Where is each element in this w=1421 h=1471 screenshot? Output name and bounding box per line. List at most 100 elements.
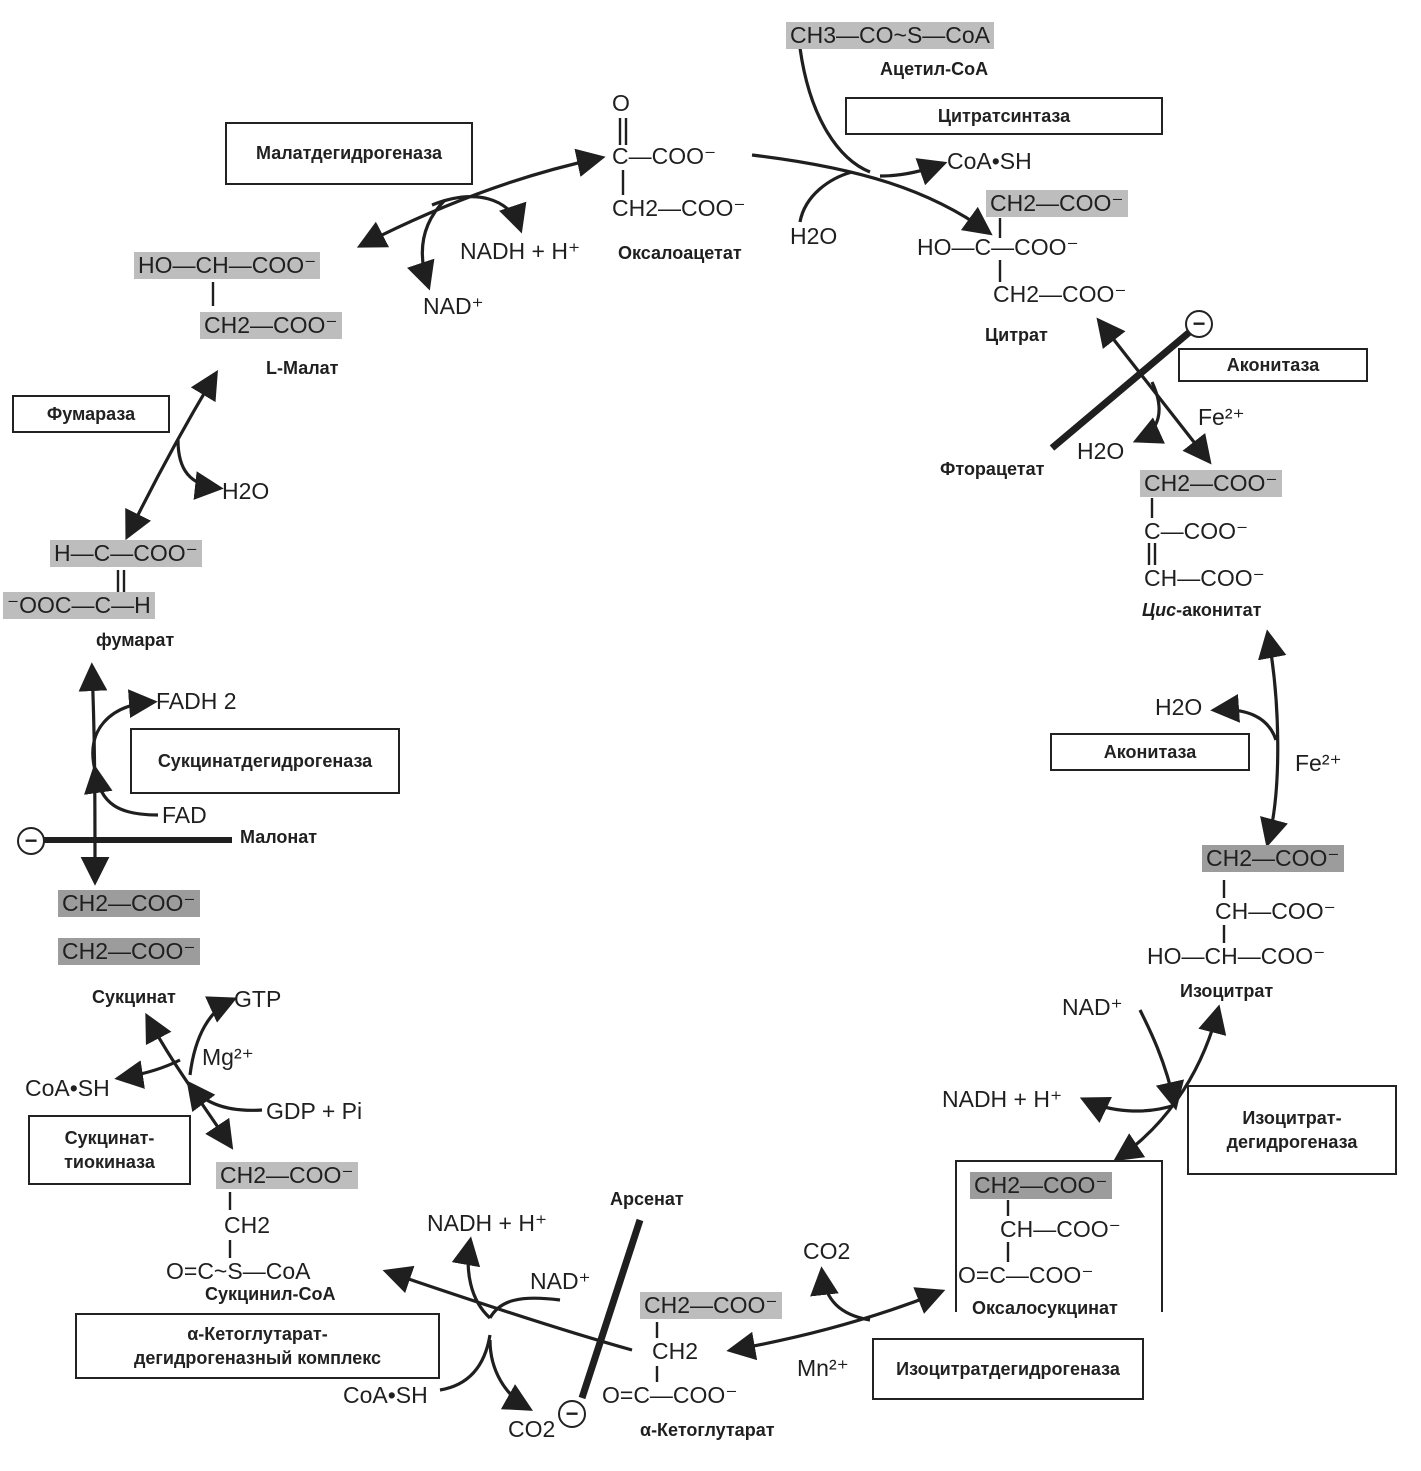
arrow-h2o-aconitase-1 <box>1132 381 1165 444</box>
malate-name: L-Малат <box>266 358 339 378</box>
arrow-acetylcoa-in <box>798 47 871 174</box>
isocitrate-name: Изоцитрат <box>1180 981 1274 1001</box>
coa-sh-citrate: CoA•SH <box>947 148 1032 174</box>
malonate-label: Малонат <box>240 827 318 847</box>
nadh-isocitrate: NADH + H⁺ <box>942 1086 1063 1112</box>
arrow-cisaconitate-isocitrate <box>1258 629 1288 848</box>
coa-sh-succinate: CoA•SH <box>25 1075 110 1101</box>
akg-line3: O=C—COO⁻ <box>602 1382 738 1408</box>
oxalosuccinate-line2: CH—COO⁻ <box>1000 1216 1121 1242</box>
enzyme-succinate-thiokinase: Сукцинат-тиокиназа <box>28 1115 191 1185</box>
citrate-line2: HO—C—COO⁻ <box>917 234 1079 260</box>
fad: FAD <box>162 802 207 828</box>
arrow-nad-in <box>407 198 447 291</box>
arrow-oxalosuccinate-akg <box>726 1287 946 1361</box>
enzyme-malate-dehydrogenase: Малатдегидрогеназа <box>225 122 473 185</box>
fumarate-name: фумарат <box>96 630 175 650</box>
succinate-line2: CH2—COO⁻ <box>58 938 200 965</box>
nad-malate: NAD⁺ <box>423 293 484 319</box>
arrow-succinylcoa-succinate <box>145 1012 234 1150</box>
gdp-pi: GDP + Pi <box>266 1098 363 1124</box>
oxaloacetate-name: Оксалоацетат <box>618 243 742 263</box>
cis-aconitate-line1: CH2—COO⁻ <box>1140 470 1282 497</box>
akg-line2: CH2 <box>652 1338 699 1364</box>
nad-akg: NAD⁺ <box>530 1268 591 1294</box>
malate-line1: HO—CH—COO⁻ <box>134 252 321 279</box>
isocitrate-line1: CH2—COO⁻ <box>1202 845 1344 872</box>
isocitrate-line2: CH—COO⁻ <box>1215 898 1336 924</box>
arrow-fadh2-out <box>91 689 158 771</box>
h2o-aconitase-1: H2O <box>1077 438 1125 464</box>
nadh-akg: NADH + H⁺ <box>427 1210 548 1236</box>
oxaloacetate-line2: CH2—COO⁻ <box>612 195 746 221</box>
fluoroacetate-label: Фторацетат <box>940 459 1045 479</box>
arrow-co2-out <box>810 1266 871 1322</box>
arrow-co2-akg <box>488 1339 534 1411</box>
oxalosuccinate-bracket <box>955 1160 1163 1312</box>
arrow-nadh-akg <box>451 1236 492 1320</box>
succinyl-coa-name: Сукцинил-CoA <box>205 1284 336 1304</box>
arrow-coash-out <box>879 158 948 186</box>
enzyme-succinate-dehydrogenase: Сукцинатдегидрогеназа <box>130 728 400 794</box>
fe-aconitase-2: Fe²⁺ <box>1295 750 1342 776</box>
fe-aconitase-1: Fe²⁺ <box>1198 404 1245 430</box>
nad-isocitrate: NAD⁺ <box>1062 994 1123 1020</box>
h2o-aconitase-2: H2O <box>1155 694 1203 720</box>
cis-aconitate-line3: CH—COO⁻ <box>1144 565 1265 591</box>
oxalosuccinate-line1: CH2—COO⁻ <box>970 1172 1112 1199</box>
akg-name: α-Кетоглутарат <box>640 1420 775 1440</box>
succinyl-coa-line2: CH2 <box>224 1212 271 1238</box>
arrow-nadh-isocitrate <box>1079 1096 1176 1123</box>
arrow-oxaloacetate-to-citrate <box>751 153 993 236</box>
arrow-nad-isocitrate <box>1138 1009 1185 1111</box>
oxaloacetate-line1: C—COO⁻ <box>612 143 717 169</box>
arsenate-label: Арсенат <box>610 1189 684 1209</box>
acetyl-coa-formula: CH3—CO~S—CoA <box>786 22 995 49</box>
isocitrate-line3: HO—CH—COO⁻ <box>1147 943 1326 969</box>
cis-aconitate-line2: C—COO⁻ <box>1144 518 1249 544</box>
mg-ion: Mg²⁺ <box>202 1044 254 1070</box>
citrate-name: Цитрат <box>985 325 1048 345</box>
co2-akg: CO2 <box>508 1416 556 1442</box>
malate-line2: CH2—COO⁻ <box>200 312 342 339</box>
succinate-line1: CH2—COO⁻ <box>58 890 200 917</box>
oxalosuccinate-line3: O=C—COO⁻ <box>958 1262 1094 1288</box>
h2o-citrate: H2O <box>790 223 838 249</box>
arsenate-block-bar <box>578 1218 644 1400</box>
arrow-nad-akg <box>488 1296 561 1319</box>
arrow-h2o-fumarase <box>176 439 224 500</box>
arrow-gdp-in <box>186 1080 263 1113</box>
fumarate-line1: H—C—COO⁻ <box>50 540 202 567</box>
gtp: GTP <box>234 986 282 1012</box>
coa-sh-akg: CoA•SH <box>343 1382 428 1408</box>
nadh-malate: NADH + H⁺ <box>460 238 581 264</box>
arrow-gtp-out <box>188 996 238 1076</box>
citrate-line1: CH2—COO⁻ <box>986 190 1128 217</box>
arrow-fad-in <box>84 764 159 817</box>
enzyme-isocitrate-dehydrogenase-1: Изоцитрат-дегидрогеназа <box>1187 1085 1397 1175</box>
enzyme-citrate-synthase: Цитратсинтаза <box>845 97 1163 135</box>
inhibition-icon-arsenate: − <box>558 1400 586 1428</box>
enzyme-isocitrate-dehydrogenase-2: Изоцитратдегидрогеназа <box>872 1338 1144 1400</box>
succinyl-coa-line1: CH2—COO⁻ <box>216 1162 358 1189</box>
akg-line1: CH2—COO⁻ <box>640 1292 782 1319</box>
enzyme-fumarase: Фумараза <box>12 395 170 433</box>
arrow-h2o-in <box>798 170 853 223</box>
arrow-coash-succ <box>114 1058 181 1089</box>
co2-oxalosuccinate: CO2 <box>803 1238 851 1264</box>
arrow-coash-akg <box>439 1334 492 1392</box>
h2o-fumarase: H2O <box>222 478 270 504</box>
succinyl-coa-line3: O=C~S—CoA <box>166 1258 311 1284</box>
inhibition-icon-malonate: − <box>17 827 45 855</box>
oxaloacetate-o: O <box>612 90 630 116</box>
fadh2: FADH 2 <box>156 688 237 714</box>
cis-aconitate-name: Цис-аконитат <box>1142 600 1262 620</box>
citrate-line3: CH2—COO⁻ <box>993 281 1127 307</box>
arrow-fumarate-malate <box>125 370 218 541</box>
succinate-name: Сукцинат <box>92 987 176 1007</box>
acetyl-coa-name: Ацетил-CoA <box>880 59 989 79</box>
oxalosuccinate-name: Оксалосукцинат <box>972 1298 1118 1318</box>
arrow-h2o-aconitase-2 <box>1210 694 1278 741</box>
